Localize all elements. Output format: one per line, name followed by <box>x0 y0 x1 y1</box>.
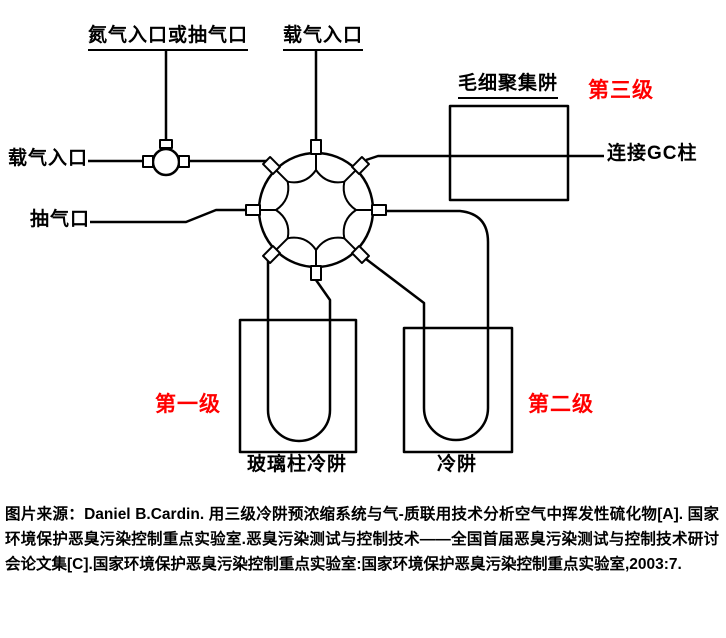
source-caption: 图片来源：Daniel B.Cardin. 用三级冷阱预浓缩系统与气-质联用技术… <box>5 506 719 574</box>
label-glass-column-trap: 玻璃柱冷阱 <box>247 454 348 475</box>
label-capillary-trap: 毛细聚集阱 <box>458 73 559 99</box>
valve-port-fittings <box>245 139 387 281</box>
dewar-box-2 <box>402 326 514 454</box>
label-stage-3: 第三级 <box>588 79 654 102</box>
label-gc-column: 连接GC柱 <box>607 143 698 164</box>
tubing-lines <box>88 50 604 443</box>
label-nitrogen-inlet: 氮气入口或抽气口 <box>88 25 249 51</box>
label-stage-1: 第一级 <box>155 393 221 416</box>
line-to-gc <box>365 154 604 162</box>
valve-rotor <box>275 169 357 251</box>
valve-channels <box>260 154 372 266</box>
line-pump-port <box>90 208 246 224</box>
label-carrier-inlet-top: 载气入口 <box>283 25 364 51</box>
preconcentrator-schematic <box>88 50 604 454</box>
dewar-box-1 <box>238 318 358 454</box>
label-carrier-inlet-left: 载气入口 <box>8 148 89 169</box>
label-pump-port: 抽气口 <box>30 209 91 230</box>
capillary-trap-box <box>448 104 570 202</box>
three-way-valve-icon <box>142 139 190 177</box>
u-tube-2 <box>365 209 490 442</box>
label-stage-2: 第二级 <box>528 393 594 416</box>
u-tube-1 <box>266 260 332 443</box>
label-cold-trap: 冷阱 <box>437 454 478 475</box>
